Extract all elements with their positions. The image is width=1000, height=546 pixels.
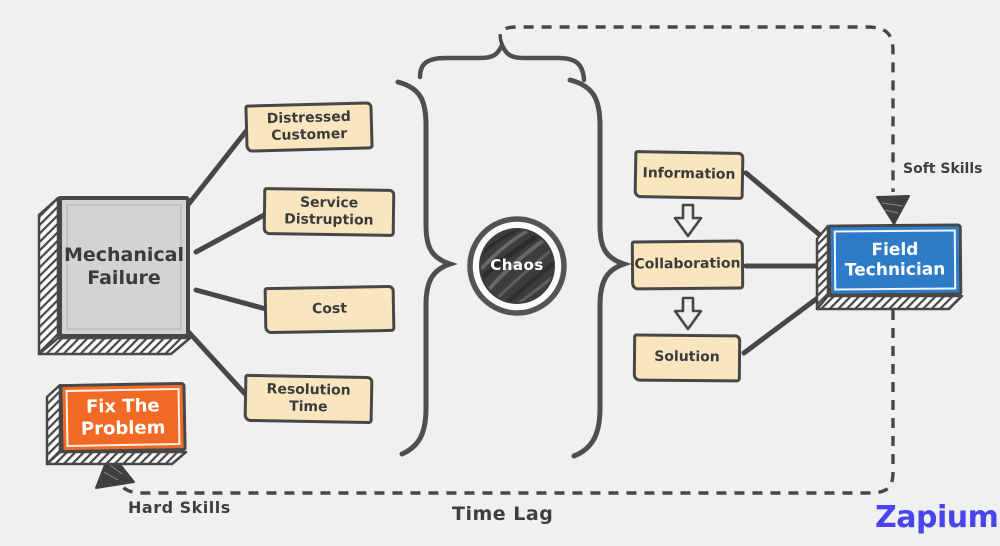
soft-skills-arrowhead-icon bbox=[876, 195, 910, 225]
node-label: Information bbox=[642, 165, 736, 184]
node-label: Distressed Customer bbox=[266, 108, 351, 144]
time-lag-dashed-line bbox=[115, 310, 895, 495]
node-mechanical-failure: Mechanical Failure bbox=[58, 196, 190, 338]
chaos-circle bbox=[467, 216, 567, 316]
node-label: Mechanical Failure bbox=[63, 244, 185, 289]
zapium-logo: Zapium bbox=[875, 500, 999, 535]
node-fix-the-problem: Fix The Problem bbox=[59, 381, 187, 454]
node-label: Fix The Problem bbox=[80, 395, 166, 440]
node-label: Cost bbox=[311, 300, 348, 318]
node-collaboration: Collaboration bbox=[630, 239, 745, 291]
node-chaos: Chaos bbox=[477, 256, 557, 274]
node-label: Solution bbox=[654, 348, 720, 366]
node-label: Field Technician bbox=[844, 239, 946, 281]
down-arrow-icon bbox=[673, 296, 703, 331]
hard-skills-label: Hard Skills bbox=[128, 498, 231, 517]
node-information: Information bbox=[633, 150, 745, 200]
soft-skills-label: Soft Skills bbox=[903, 161, 983, 177]
node-cost: Cost bbox=[263, 284, 396, 335]
node-field-technician: Field Technician bbox=[827, 223, 963, 297]
node-service-disruption: Service Distruption bbox=[262, 187, 396, 237]
step-arrow-icons bbox=[673, 203, 703, 331]
left-brace-icon bbox=[395, 79, 458, 457]
soft-skills-dashed-line bbox=[498, 25, 895, 192]
brace-icons bbox=[395, 39, 632, 459]
node-solution: Solution bbox=[632, 333, 742, 383]
node-label: Collaboration bbox=[634, 255, 741, 273]
node-resolution-time: Resolution Time bbox=[243, 373, 374, 425]
down-arrow-icon bbox=[673, 203, 703, 238]
time-lag-label: Time Lag bbox=[452, 503, 554, 525]
hard-skills-arrowhead-icon bbox=[95, 451, 135, 489]
impact-connector-lines bbox=[181, 127, 269, 399]
node-label: Resolution Time bbox=[266, 380, 351, 416]
node-label: Chaos bbox=[490, 256, 544, 274]
top-brace-icon bbox=[417, 39, 587, 83]
dashed-loop-lines bbox=[115, 25, 895, 495]
node-distressed-customer: Distressed Customer bbox=[244, 101, 374, 153]
node-label: Service Distruption bbox=[284, 194, 374, 229]
right-brace-icon bbox=[567, 77, 632, 459]
resolution-connector-lines bbox=[741, 170, 830, 356]
